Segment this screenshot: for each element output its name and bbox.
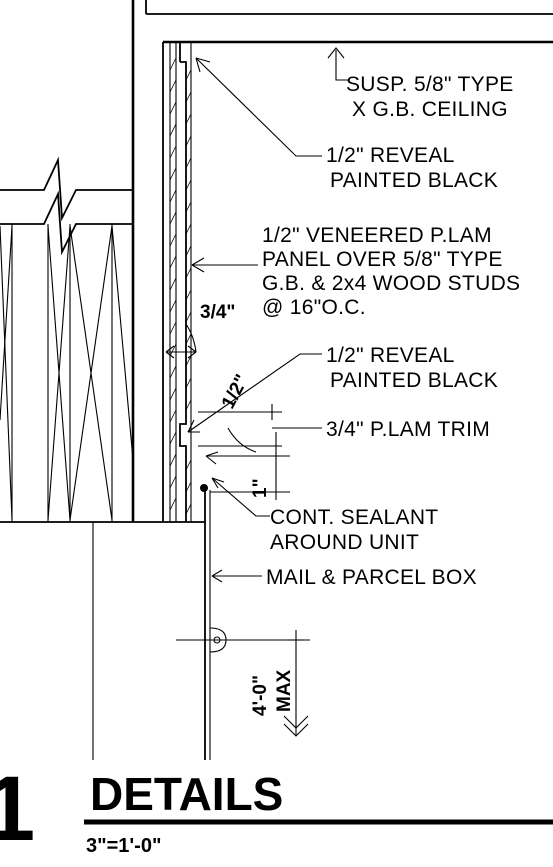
dim-three-quarter: 3/4"	[200, 302, 235, 323]
label-panel-line3: G.B. & 2x4 WOOD STUDS	[262, 272, 520, 295]
leaders	[165, 47, 350, 737]
detail-number: 1	[0, 758, 35, 860]
dim-max-height-suffix: MAX	[274, 669, 295, 712]
dim-one-inch: 1"	[250, 478, 271, 498]
wood-studs	[0, 224, 134, 522]
label-panel-line2: PANEL OVER 5/8" TYPE	[262, 248, 503, 271]
ceiling-assembly	[131, 0, 553, 522]
label-reveal-mid-line1: 1/2" REVEAL	[326, 344, 455, 367]
label-ceiling-line1: SUSP. 5/8" TYPE	[346, 73, 514, 96]
label-reveal-mid-line2: PAINTED BLACK	[330, 369, 498, 392]
break-lines	[0, 156, 133, 256]
label-ceiling-line2: X G.B. CEILING	[352, 98, 508, 121]
label-reveal-top-line2: PAINTED BLACK	[330, 169, 498, 192]
label-sealant-line1: CONT. SEALANT	[270, 506, 438, 529]
dim-half-inch: 1/2"	[218, 371, 253, 412]
wall-panel-layers	[169, 42, 192, 522]
label-trim: 3/4" P.LAM TRIM	[326, 418, 490, 441]
detail-scale: 3"=1'-0"	[86, 835, 161, 857]
dim-max-height-value: 4'-0"	[250, 675, 271, 716]
base-floor	[0, 521, 205, 760]
mail-parcel-box	[200, 484, 227, 760]
title-block: 1 DETAILS 3"=1'-0"	[0, 758, 553, 860]
label-mailbox: MAIL & PARCEL BOX	[266, 566, 477, 589]
label-panel-line1: 1/2" VENEERED P.LAM	[262, 224, 492, 247]
detail-title: DETAILS	[90, 768, 283, 820]
label-panel-line4: @ 16"O.C.	[262, 296, 366, 319]
label-sealant-line2: AROUND UNIT	[270, 531, 419, 554]
veneer-hatch	[169, 57, 192, 515]
label-reveal-top-line1: 1/2" REVEAL	[326, 144, 455, 167]
